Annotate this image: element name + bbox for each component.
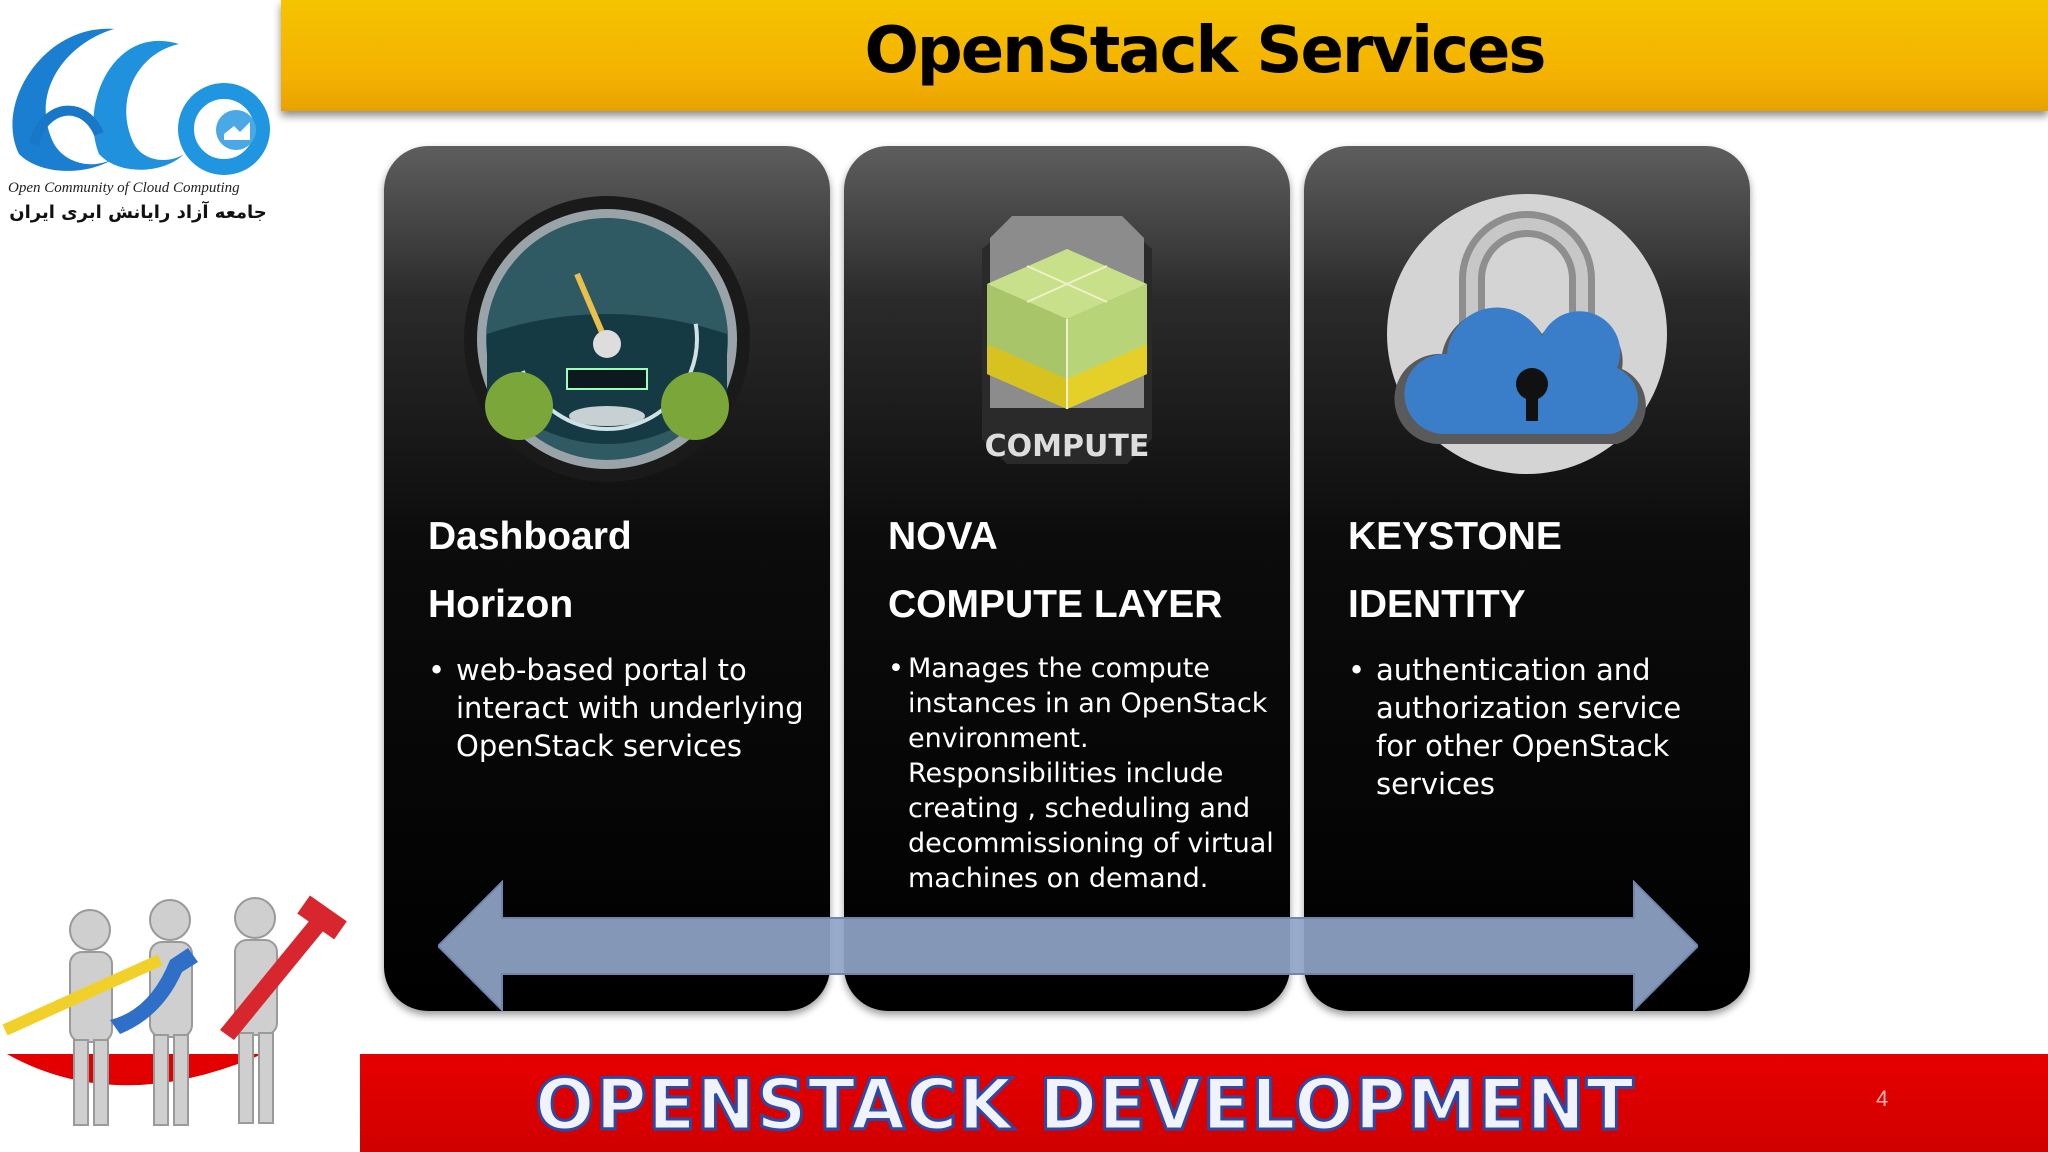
compute-label: COMPUTE — [985, 429, 1150, 464]
card-description: • web-based portal to interact with under… — [428, 651, 808, 765]
card-subtitle: Horizon — [428, 583, 574, 626]
card-dashboard: Dashboard Horizon • web-based portal to i… — [384, 146, 830, 1011]
bullet-icon: • — [888, 653, 904, 684]
footer-title: OPENSTACK DEVELOPMENT — [534, 1063, 1636, 1148]
bullet-text: web-based portal to interact with underl… — [456, 653, 804, 763]
card-description: •Manages the compute instances in an Ope… — [888, 651, 1278, 896]
card-subtitle: IDENTITY — [1348, 583, 1526, 626]
card-keystone: KEYSTONE IDENTITY • authentication and au… — [1304, 146, 1750, 1011]
occc-logo — [12, 28, 270, 175]
card-description: • authentication and authorization servic… — [1348, 651, 1728, 803]
compute-cube-icon: COMPUTE — [982, 216, 1152, 464]
team-figures-illustration — [0, 895, 360, 1152]
card-subtitle: COMPUTE LAYER — [888, 583, 1223, 626]
card-title: Dashboard — [428, 515, 632, 558]
slide-number: 4 — [1876, 1086, 1889, 1111]
speedometer-dashboard-icon — [464, 196, 750, 482]
bullet-text: Manages the compute instances in an Open… — [908, 653, 1274, 894]
card-title: NOVA — [888, 515, 998, 558]
cloud-padlock-icon — [1387, 194, 1667, 474]
double-arrow-icon — [438, 880, 1698, 1012]
title-bar: OpenStack Services — [281, 0, 2048, 111]
slide-title: OpenStack Services — [864, 14, 1547, 88]
logo-persian-text: جامعه آزاد رایانش ابری ایران — [9, 202, 267, 223]
bullet-icon: • — [1348, 653, 1366, 687]
logo-tagline: Open Community of Cloud Computing — [8, 180, 240, 196]
card-nova: COMPUTE NOVA COMPUTE LAYER •Manages the … — [844, 146, 1290, 1011]
bullet-icon: • — [428, 653, 446, 687]
card-title: KEYSTONE — [1348, 515, 1562, 558]
bullet-text: authentication and authorization service… — [1376, 653, 1682, 801]
